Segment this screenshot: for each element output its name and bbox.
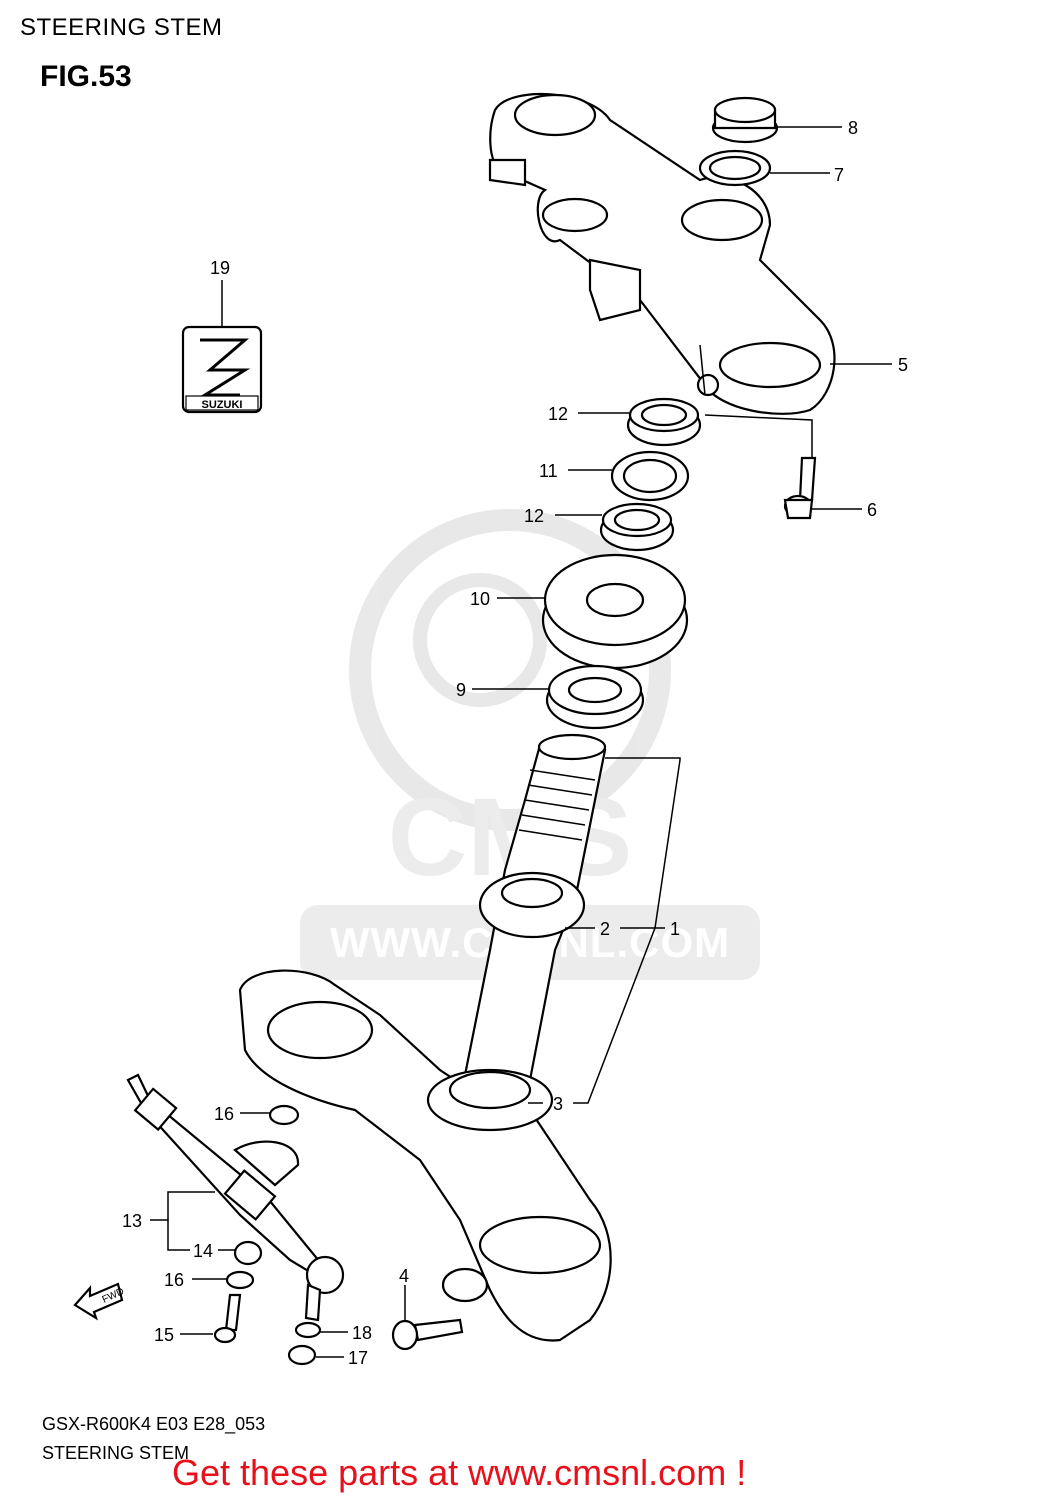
promo-link[interactable]: Get these parts at www.cmsnl.com ! [172, 1452, 747, 1493]
dust-seal [541, 553, 689, 670]
upper-bearing [545, 664, 645, 730]
washer-16-bottom [225, 1270, 255, 1290]
washer-18 [294, 1321, 322, 1339]
model-code: GSX-R600K4 E03 E28_053 [42, 1414, 266, 1434]
steering-stem [463, 733, 607, 1082]
steering-damper [126, 1073, 345, 1322]
stem-lock-nut-lower [599, 502, 675, 552]
stem-lock-nut-upper [626, 397, 702, 447]
upper-bracket [488, 92, 836, 415]
bush-14 [233, 1240, 263, 1266]
pinch-bolt [783, 456, 817, 520]
callout-17: 17 [348, 1348, 368, 1368]
lock-washer [610, 450, 690, 502]
exploded-parts-diagram: CMS [73, 92, 908, 1368]
callout-9: 9 [456, 680, 466, 700]
page-title: STEERING STEM [20, 14, 223, 41]
stem-nut [711, 96, 779, 144]
callout-11: 11 [539, 461, 558, 481]
callout-3: 3 [553, 1094, 563, 1114]
lower-bracket [238, 969, 612, 1342]
callout-7: 7 [834, 165, 844, 185]
callout-10: 10 [470, 589, 490, 609]
callout-4: 4 [399, 1266, 409, 1286]
washer [698, 149, 772, 187]
callout-19: 19 [210, 258, 230, 278]
footer-subtitle: STEERING STEM [42, 1443, 190, 1463]
figure-number: FIG.53 [40, 60, 132, 93]
leader-lines [150, 126, 892, 1358]
callout-2: 2 [600, 919, 610, 939]
callout-5: 5 [898, 355, 908, 375]
callout-labels: 8 7 5 6 12 11 12 10 9 2 1 3 4 16 13 14 1… [122, 118, 908, 1368]
callout-16-lower: 16 [164, 1270, 184, 1290]
suzuki-emblem: SUZUKI [181, 325, 263, 414]
callout-15: 15 [154, 1325, 174, 1345]
callout-13: 13 [122, 1211, 142, 1231]
fwd-arrow: FWD [73, 1282, 126, 1321]
callout-14: 14 [193, 1241, 213, 1261]
callout-6: 6 [867, 500, 877, 520]
callout-16-upper: 16 [214, 1104, 234, 1124]
bracket-bolt [391, 1318, 464, 1351]
callout-12-upper: 12 [548, 404, 568, 424]
nut-17 [287, 1344, 317, 1366]
small-hardware [213, 1104, 322, 1366]
callout-12-lower: 12 [524, 506, 544, 526]
washer-16-top [268, 1104, 300, 1126]
callout-1: 1 [670, 919, 680, 939]
callout-8: 8 [848, 118, 858, 138]
callout-18: 18 [352, 1323, 372, 1343]
bolt-15 [224, 1293, 242, 1332]
emblem-text: SUZUKI [202, 399, 243, 411]
